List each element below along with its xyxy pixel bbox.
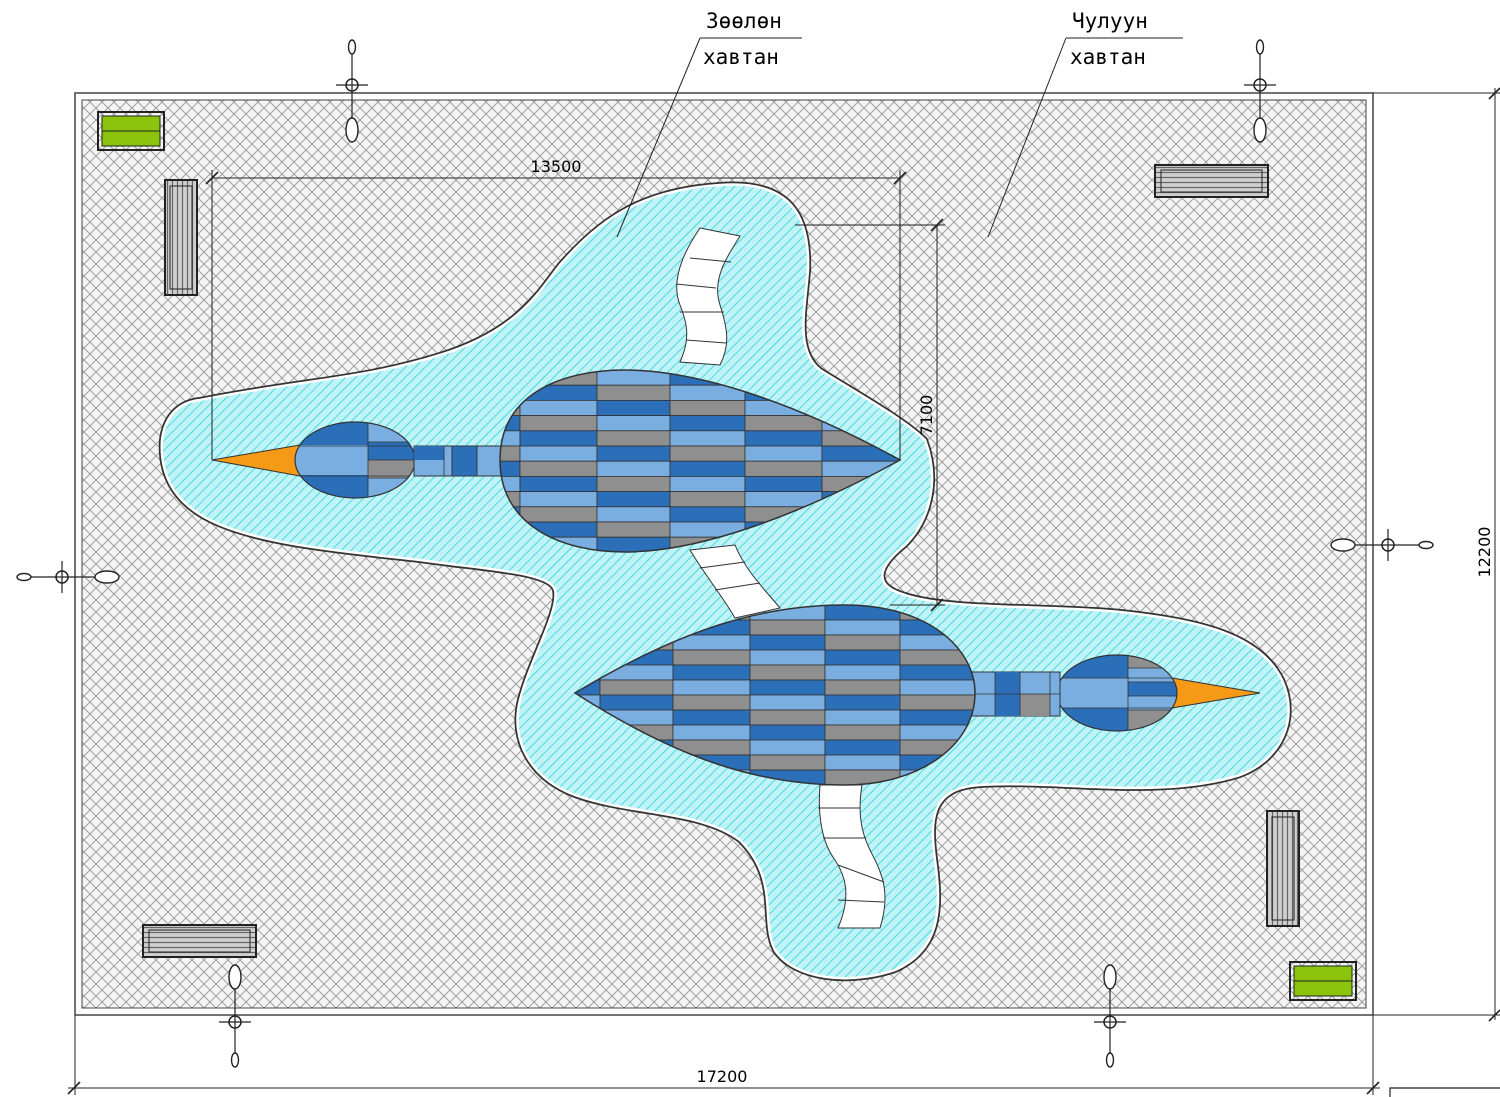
dimension-label-12200: 12200 — [1475, 527, 1494, 578]
duck-neck — [413, 445, 505, 477]
lamp-post-icon — [219, 964, 251, 1068]
outer-dimension-12200 — [1373, 87, 1500, 1022]
duck-neck — [967, 671, 1061, 717]
stone-tile-label-line2: хавтан — [1070, 45, 1146, 69]
stepping-path-top — [675, 227, 741, 366]
lamp-post-icon — [336, 39, 368, 143]
site-boundary — [74, 92, 1374, 1016]
rubber-tile-leader — [616, 37, 802, 238]
bench-icon — [1266, 810, 1300, 927]
title-block-corner — [1389, 1087, 1500, 1097]
bench-icon — [97, 111, 165, 151]
bench-icon — [142, 924, 257, 958]
inner-dimension-13500 — [205, 170, 907, 460]
lamp-post-icon — [1094, 964, 1126, 1068]
stone-tile-leader — [987, 37, 1183, 238]
bench-icon — [164, 179, 198, 296]
rubber-tile-label-line1: Зөөлөн — [706, 9, 782, 33]
dimension-label-7100: 7100 — [917, 395, 936, 436]
duck-body — [573, 604, 976, 786]
rubber-tile-label-line2: хавтан — [703, 45, 779, 69]
stepping-path-bottom — [818, 784, 886, 929]
lamp-post-icon — [16, 561, 120, 593]
dimension-label-17200: 17200 — [697, 1067, 748, 1086]
stone-tile-label-line1: Чулуун — [1072, 9, 1148, 33]
outer-dimension-17200 — [67, 1015, 1380, 1095]
stepping-path-middle — [689, 544, 781, 619]
lamp-post-icon — [1244, 39, 1276, 143]
lamp-post-icon — [1330, 529, 1434, 561]
inner-dimension-7100 — [795, 218, 945, 612]
bench-icon — [1154, 164, 1269, 198]
dimension-label-13500: 13500 — [531, 157, 582, 176]
bench-icon — [1289, 961, 1357, 1001]
